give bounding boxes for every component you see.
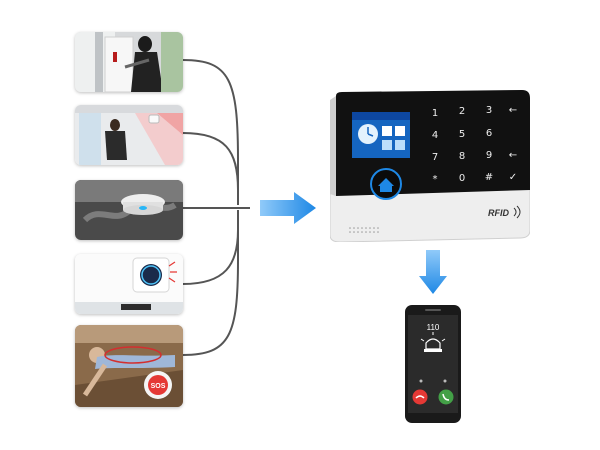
decline-call-button[interactable] bbox=[412, 389, 428, 405]
key-4[interactable]: 4 bbox=[431, 130, 439, 141]
key-7[interactable]: 7 bbox=[431, 152, 439, 163]
accept-call-button[interactable] bbox=[438, 389, 454, 405]
svg-text:SOS: SOS bbox=[151, 383, 166, 390]
key-3[interactable]: 3 bbox=[485, 105, 493, 116]
arrow-down-icon bbox=[419, 250, 447, 294]
key-confirm[interactable]: ✓ bbox=[508, 172, 518, 183]
scene-smoke-detector bbox=[75, 180, 183, 240]
scene-door-intrusion bbox=[75, 32, 183, 92]
scene-gas-detector bbox=[75, 254, 183, 314]
key-star[interactable]: * bbox=[432, 174, 438, 185]
key-9[interactable]: 9 bbox=[485, 150, 493, 161]
key-5[interactable]: 5 bbox=[458, 129, 466, 140]
key-8[interactable]: 8 bbox=[458, 151, 466, 162]
rfid-label: RFID bbox=[488, 208, 509, 218]
scene-sos-emergency: SOS bbox=[75, 325, 183, 407]
arrow-right-icon bbox=[260, 192, 316, 224]
key-1[interactable]: 1 bbox=[431, 108, 439, 119]
key-6[interactable]: 6 bbox=[485, 128, 493, 139]
key-2[interactable]: 2 bbox=[458, 106, 466, 117]
key-back[interactable]: ← bbox=[508, 105, 518, 116]
scene-pir-motion bbox=[75, 105, 183, 165]
alarm-control-panel: 1 2 3 4 5 6 7 8 9 * 0 # ← ← ✓ RFID bbox=[329, 90, 531, 243]
smartphone: 110 bbox=[405, 305, 461, 423]
key-left[interactable]: ← bbox=[508, 150, 518, 161]
call-number: 110 bbox=[426, 323, 440, 332]
key-0[interactable]: 0 bbox=[458, 173, 466, 184]
key-hash[interactable]: # bbox=[484, 172, 494, 183]
